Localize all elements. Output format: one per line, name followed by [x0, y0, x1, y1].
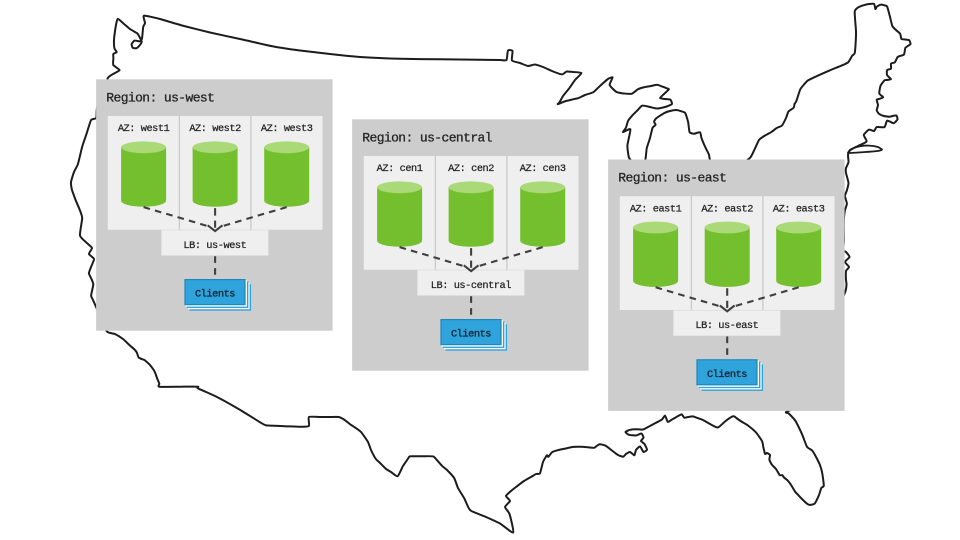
svg-text:AZ: west2: AZ: west2 [189, 123, 241, 135]
svg-text:Clients: Clients [195, 289, 235, 301]
svg-text:AZ: cen2: AZ: cen2 [448, 163, 494, 175]
svg-text:AZ: cen3: AZ: cen3 [520, 163, 566, 175]
svg-text:LB: us-central: LB: us-central [431, 280, 511, 292]
svg-text:Clients: Clients [707, 369, 747, 381]
svg-text:AZ: cen1: AZ: cen1 [377, 163, 423, 175]
svg-text:LB: us-east: LB: us-east [695, 320, 758, 332]
svg-text:AZ: west1: AZ: west1 [118, 123, 170, 135]
svg-text:Region: us-central: Region: us-central [362, 131, 492, 146]
svg-text:Region: us-west: Region: us-west [106, 91, 214, 106]
svg-text:AZ: east1: AZ: east1 [630, 203, 682, 215]
svg-text:Region: us-east: Region: us-east [618, 171, 726, 186]
svg-text:AZ: east2: AZ: east2 [701, 203, 753, 215]
svg-text:AZ: west3: AZ: west3 [261, 123, 313, 135]
svg-text:AZ: east3: AZ: east3 [773, 203, 825, 215]
svg-text:LB: us-west: LB: us-west [183, 240, 246, 252]
svg-text:Clients: Clients [451, 329, 491, 341]
